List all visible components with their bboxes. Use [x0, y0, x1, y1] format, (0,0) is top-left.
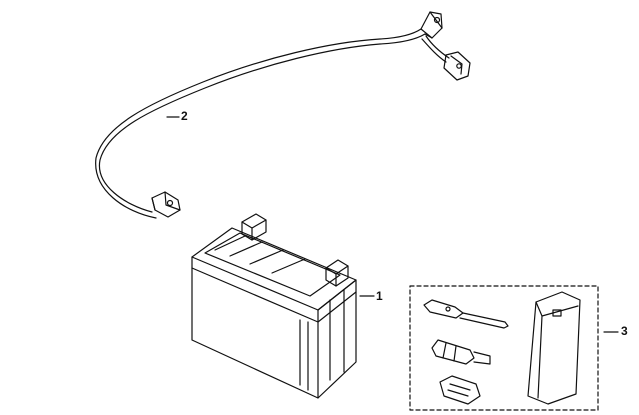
upper-terminal: [420, 11, 443, 39]
callout-3: 3: [621, 324, 628, 338]
cable-connector: [443, 51, 471, 81]
callout-2: 2: [181, 109, 188, 123]
battery-top: [191, 227, 357, 311]
battery-terminal-neg: [241, 213, 267, 241]
cable-outer: [98, 33, 426, 213]
tool-kit-boundary: [409, 285, 599, 411]
socket-wrench: [431, 339, 491, 365]
callout-1: 1: [376, 289, 383, 303]
battery-terminal-pos: [325, 259, 349, 287]
battery: [191, 213, 375, 399]
branch-lead: [425, 35, 450, 59]
battery-cable: [95, 11, 471, 219]
tool-bag: [527, 291, 581, 405]
lower-terminal: [151, 191, 181, 218]
cable-inner: [95, 28, 422, 219]
battery-side: [317, 279, 357, 399]
tool-kit: [409, 285, 619, 411]
screwdriver: [423, 299, 509, 329]
battery-front: [191, 256, 319, 399]
small-pouch: [439, 375, 481, 405]
